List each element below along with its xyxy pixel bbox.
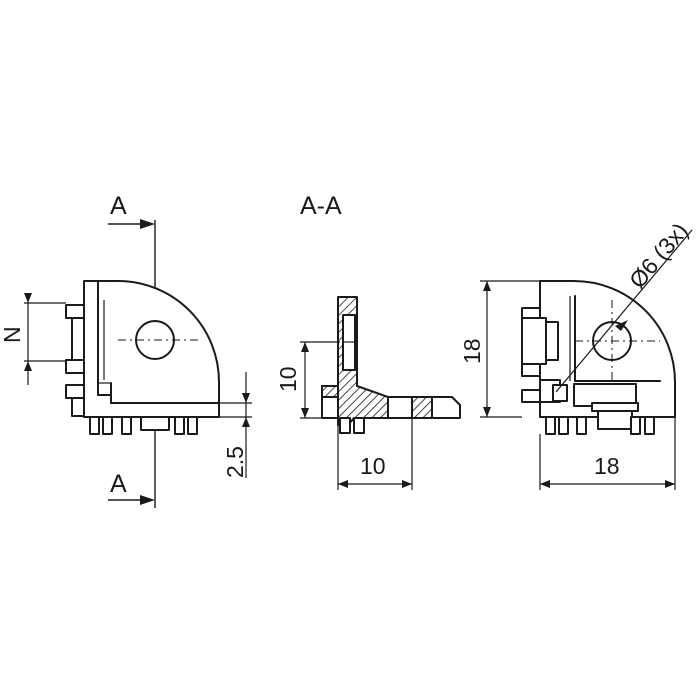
hole-leader [555, 229, 693, 393]
dim-2-5: 2.5 [222, 446, 248, 478]
dim-right-width: 18 [594, 453, 620, 479]
left-view: A A N [0, 192, 252, 508]
section-marker-bottom: A [110, 470, 127, 498]
section-arrow-bottom [140, 495, 155, 505]
clip [521, 307, 541, 319]
dim-section-height: 10 [275, 366, 301, 392]
bottom-tooth [89, 416, 100, 435]
hole-note: Ø6 (3x) [624, 218, 693, 293]
section-title: A-A [300, 192, 342, 220]
right-view: Ø6 (3x) 18 18 [459, 218, 693, 490]
section-view: A-A 10 10 [275, 192, 461, 490]
dim-section-width: 10 [360, 453, 386, 479]
side-tab [65, 304, 85, 319]
dim-n: N [0, 326, 25, 343]
section-marker-top: A [110, 192, 127, 220]
section-arrow-top [140, 219, 155, 229]
dim-right-height: 18 [459, 338, 485, 364]
